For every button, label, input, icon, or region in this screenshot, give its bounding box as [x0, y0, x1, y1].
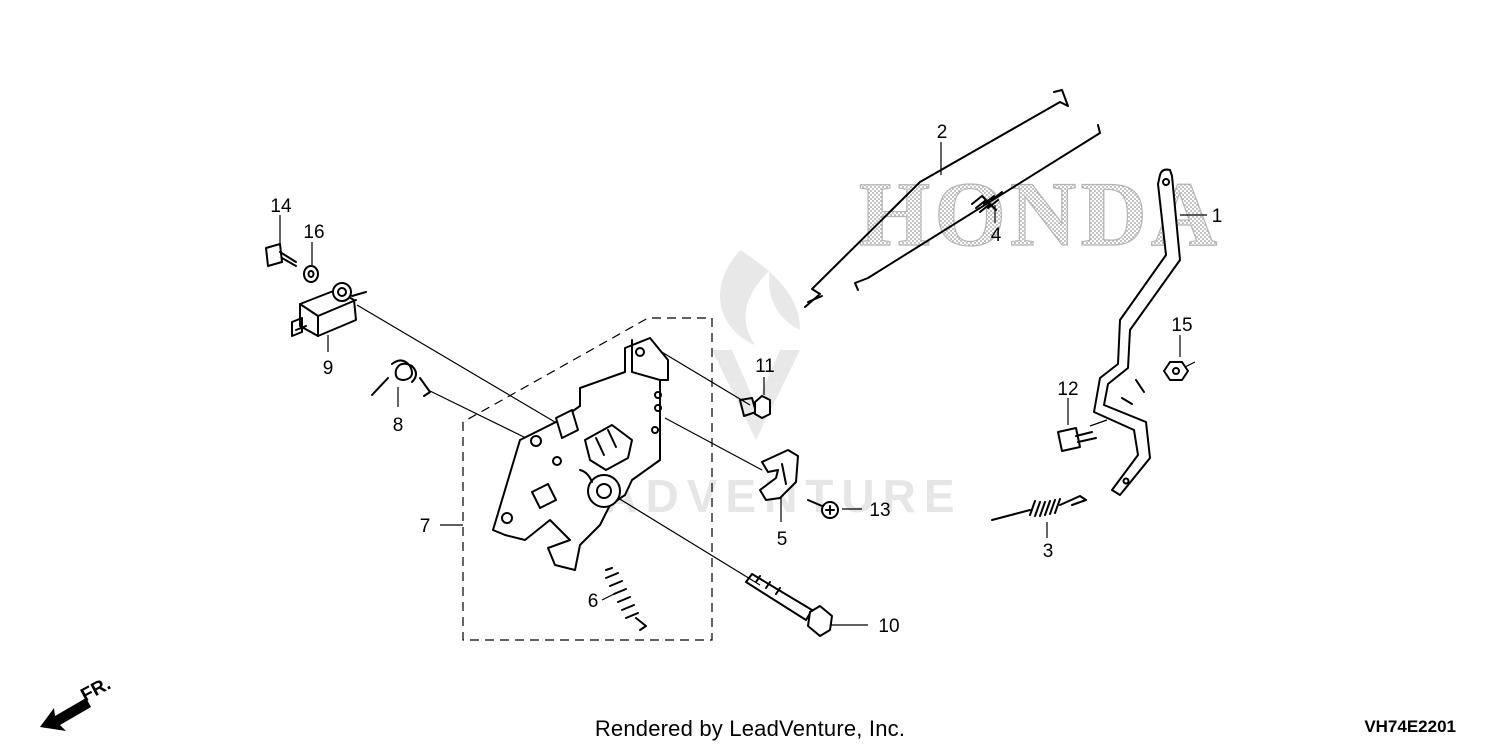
return-spring[interactable] [605, 567, 647, 631]
callout-2[interactable]: 2 [937, 122, 948, 143]
honda-watermark: HONDA [859, 163, 1221, 265]
choke-rod-spring [971, 191, 1003, 213]
callout-10[interactable]: 10 [878, 616, 899, 637]
leader-lines [279, 142, 1207, 626]
control-base-plate[interactable] [492, 337, 669, 571]
torsion-spring[interactable] [371, 359, 431, 397]
render-credit: Rendered by LeadVenture, Inc. [594, 716, 906, 741]
callout-13[interactable]: 13 [869, 500, 890, 521]
callout-14[interactable]: 14 [270, 196, 292, 217]
callout-6[interactable]: 6 [588, 591, 599, 612]
callout-12[interactable]: 12 [1057, 379, 1078, 400]
callout-16[interactable]: 16 [303, 222, 324, 243]
governor-spring[interactable] [991, 495, 1087, 521]
leadventure-logo-watermark [712, 250, 800, 440]
callout-labels: 1 2 3 4 5 6 7 8 9 10 11 12 13 14 15 16 [270, 122, 1222, 637]
callout-9[interactable]: 9 [323, 358, 334, 379]
callout-3[interactable]: 3 [1043, 541, 1054, 562]
front-arrow-icon [40, 698, 91, 731]
callout-1[interactable]: 1 [1212, 206, 1223, 227]
tapping-screw[interactable] [807, 499, 839, 519]
callout-8[interactable]: 8 [393, 415, 404, 436]
control-lever[interactable] [1093, 168, 1181, 496]
choke-rod [854, 124, 1101, 291]
flange-bolt[interactable] [739, 395, 771, 419]
callout-7[interactable]: 7 [420, 516, 431, 537]
callout-11[interactable]: 11 [755, 356, 775, 377]
flange-bolt-small[interactable] [1057, 427, 1097, 452]
callout-4[interactable]: 4 [991, 225, 1002, 246]
lock-nut[interactable] [1163, 361, 1189, 381]
throttle-rod [804, 89, 1069, 308]
washer[interactable] [303, 265, 319, 283]
stop-switch[interactable] [291, 282, 367, 337]
long-flange-bolt[interactable] [745, 573, 833, 637]
callout-15[interactable]: 15 [1171, 315, 1192, 336]
control-assembly-dashed-outline [462, 317, 713, 641]
diagram-code: VH74E2201 [1364, 717, 1456, 736]
cable-clamp[interactable] [759, 449, 799, 501]
pan-screw[interactable] [265, 243, 297, 267]
callout-5[interactable]: 5 [777, 529, 788, 550]
